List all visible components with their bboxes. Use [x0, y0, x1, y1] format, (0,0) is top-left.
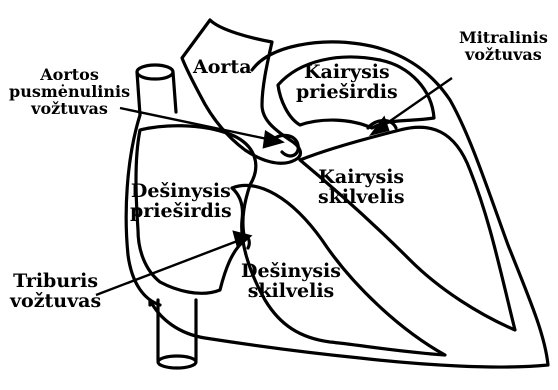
label-mitral-valve: Mitralinis vožtuvas	[459, 30, 548, 64]
label-left-atrium-line2: prieširdis	[296, 83, 398, 103]
vena-cava-bottom	[158, 356, 196, 368]
label-left-ventricle: Kairysis skilvelis	[318, 168, 405, 208]
label-tricuspid-valve-line1: Triburis	[10, 272, 101, 292]
aortic-valve-pointer	[120, 108, 272, 140]
label-aortic-valve: Aortos pusmėnulinis vožtuvas	[9, 67, 130, 117]
label-tricuspid-valve-line2: vožtuvas	[10, 292, 101, 312]
label-right-atrium: Dešinysis prieširdis	[130, 182, 232, 222]
label-left-atrium-line1: Kairysis	[296, 63, 398, 83]
label-aortic-valve-line3: vožtuvas	[9, 101, 130, 118]
label-aorta-text: Aorta	[193, 56, 252, 78]
label-left-ventricle-line1: Kairysis	[318, 168, 405, 188]
label-right-atrium-line2: prieširdis	[130, 202, 232, 222]
label-mitral-valve-line2: vožtuvas	[459, 47, 548, 64]
label-right-atrium-line1: Dešinysis	[130, 182, 232, 202]
label-tricuspid-valve: Triburis vožtuvas	[10, 272, 101, 312]
label-left-ventricle-line2: skilvelis	[318, 188, 405, 208]
label-left-atrium: Kairysis prieširdis	[296, 63, 398, 103]
label-right-ventricle-line2: skilvelis	[241, 282, 341, 302]
label-aorta: Aorta	[193, 58, 252, 78]
label-right-ventricle: Dešinysis skilvelis	[241, 262, 341, 302]
vena-cava-top	[137, 65, 173, 79]
label-right-ventricle-line1: Dešinysis	[241, 262, 341, 282]
